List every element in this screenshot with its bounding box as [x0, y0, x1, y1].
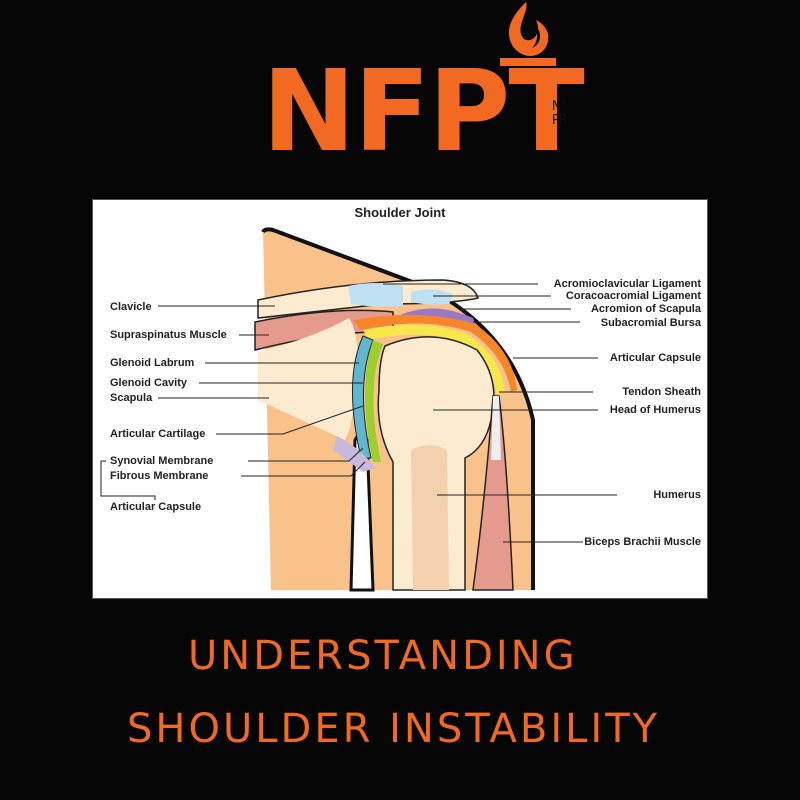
label-articular-capsule-group: Articular Capsule: [110, 501, 202, 513]
anatomy-illustration: [100, 227, 617, 592]
label-synovial-membrane: Synovial Membrane: [110, 455, 214, 467]
flame-icon: [500, 2, 556, 66]
logo-subtext: N° PR: [552, 99, 568, 128]
shoulder-joint-diagram: Shoulder Joint Clavicle Supraspinatus Mu…: [93, 200, 707, 598]
headline-line-1: UNDERSTANDING: [188, 633, 578, 679]
label-articular-cartilage: Articular Cartilage: [110, 428, 206, 440]
label-glenoid-labrum: Glenoid Labrum: [110, 357, 195, 369]
label-tendon-sheath: Tendon Sheath: [622, 386, 701, 398]
label-scapula: Scapula: [110, 392, 153, 404]
nfpt-logo: NFPT N° PR: [262, 0, 585, 168]
label-humerus: Humerus: [653, 489, 701, 501]
label-glenoid-cavity: Glenoid Cavity: [110, 377, 188, 389]
logo-text: NFPT: [262, 47, 585, 177]
label-supraspinatus-muscle: Supraspinatus Muscle: [110, 329, 227, 341]
label-clavicle: Clavicle: [110, 301, 152, 313]
label-fibrous-membrane: Fibrous Membrane: [110, 470, 209, 482]
label-head-of-humerus: Head of Humerus: [609, 404, 701, 416]
label-biceps-brachii-muscle: Biceps Brachii Muscle: [584, 536, 701, 548]
label-acromioclavicular-ligament: Acromioclavicular Ligament: [553, 278, 701, 290]
label-subacromial-bursa: Subacromial Bursa: [600, 317, 701, 329]
label-articular-capsule: Articular Capsule: [609, 352, 701, 364]
label-coracoacromial-ligament: Coracoacromial Ligament: [565, 290, 701, 302]
label-acromion-of-scapula: Acromion of Scapula: [590, 303, 701, 315]
diagram-title: Shoulder Joint: [354, 205, 446, 220]
headline-line-2: SHOULDER INSTABILITY: [127, 706, 661, 752]
